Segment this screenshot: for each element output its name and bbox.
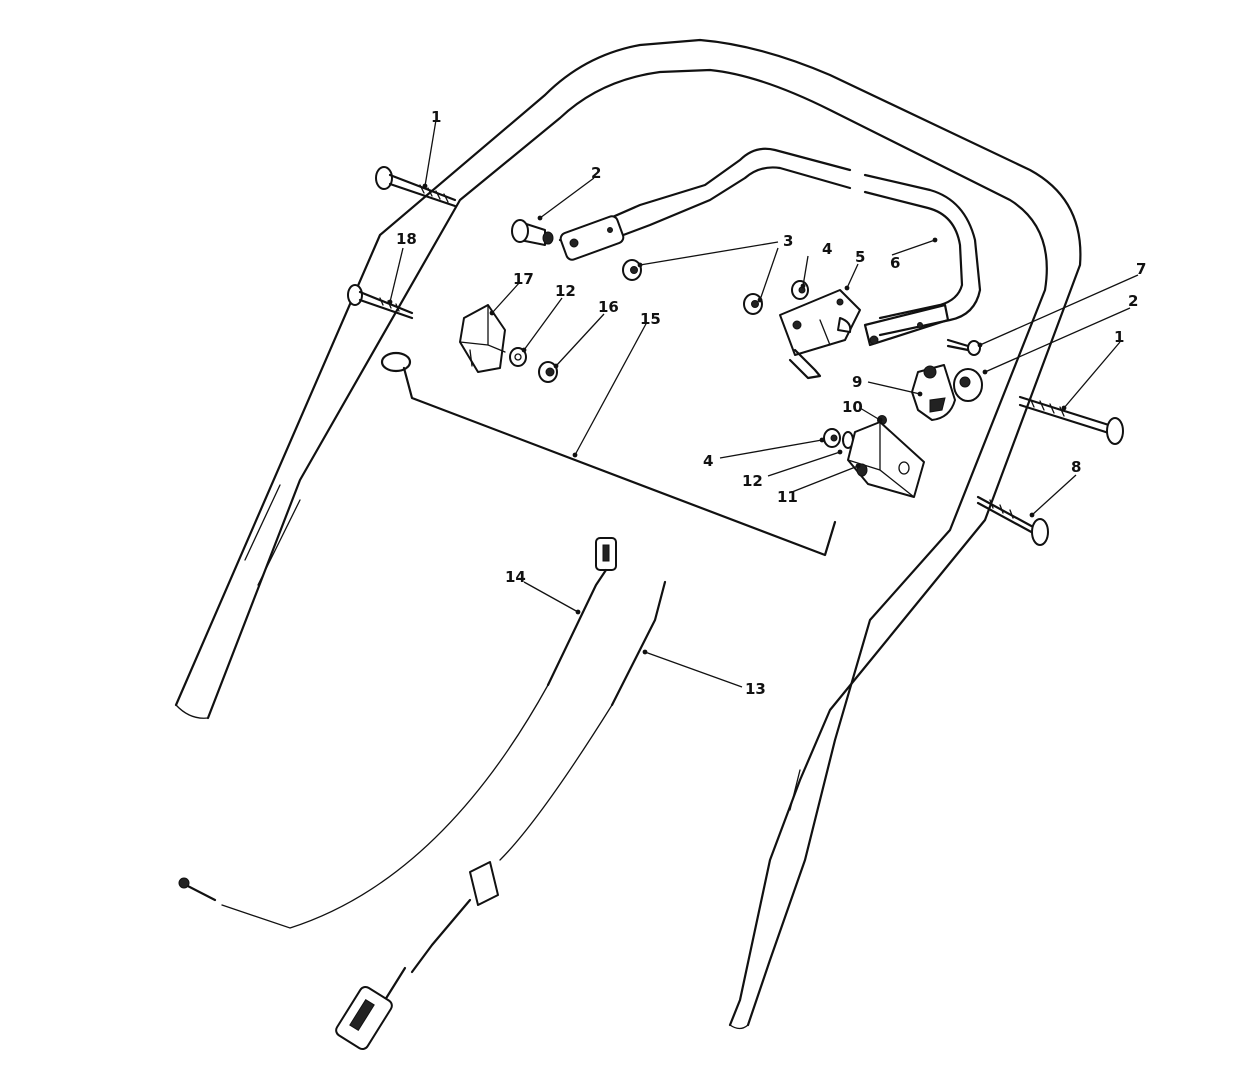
cable-13 [335, 580, 667, 1051]
handle-frame [174, 38, 1082, 1030]
callout-11-bracket: 11 [777, 488, 798, 506]
callout-5-bracket: 5 [855, 248, 865, 266]
callout-10-nut: 10 [842, 398, 863, 416]
bolt-1-left [375, 166, 457, 208]
nut-3-right [743, 293, 763, 315]
bracket-17 [459, 304, 506, 373]
bolt-8 [976, 495, 1049, 546]
callout-1-right-bolt: 1 [1114, 328, 1124, 346]
callout-labels: 1 2 3 4 5 6 7 2 1 18 17 12 16 15 9 10 4 … [396, 108, 1146, 698]
leader-lines [387, 119, 1139, 688]
control-rod [380, 351, 837, 557]
nut-16 [538, 361, 558, 383]
callout-8-bolt: 8 [1071, 458, 1081, 476]
bracket-11 [847, 421, 925, 498]
callout-13-cable: 13 [745, 680, 766, 698]
washer-12-left [509, 347, 527, 367]
callout-17-bracket: 17 [513, 270, 534, 288]
callout-18-bolt: 18 [396, 230, 417, 248]
callout-4-lower-nut: 4 [703, 452, 713, 470]
nut-3-left [622, 259, 642, 281]
callout-12-left-washer: 12 [555, 282, 576, 300]
bracket-9 [911, 364, 956, 421]
callout-7-bolt: 7 [1136, 260, 1146, 278]
callout-12-right-washer: 12 [742, 472, 763, 490]
callout-15-rod: 15 [640, 310, 661, 328]
bail-handle [558, 147, 982, 347]
callout-4-upper-nut: 4 [822, 240, 832, 258]
callout-2-right-knob: 2 [1128, 292, 1138, 310]
callout-14-cable: 14 [505, 568, 526, 586]
callout-6-bail-handle: 6 [890, 254, 900, 272]
bolt-1-right [1018, 395, 1124, 445]
callout-1-left-bolt: 1 [431, 108, 441, 126]
callout-16-nut: 16 [598, 298, 619, 316]
callout-2-left-spacer: 2 [591, 164, 601, 182]
callout-9-bracket: 9 [852, 373, 862, 391]
knob-2-right [953, 368, 983, 402]
callout-3-nuts: 3 [783, 232, 793, 250]
bolt-7 [946, 338, 981, 356]
bolt-18 [347, 284, 414, 320]
nut-4-lower [823, 428, 841, 448]
spacer-2-left [511, 219, 554, 246]
nut-4-upper [791, 280, 809, 300]
cable-14 [178, 537, 617, 929]
bracket-5 [779, 289, 861, 380]
